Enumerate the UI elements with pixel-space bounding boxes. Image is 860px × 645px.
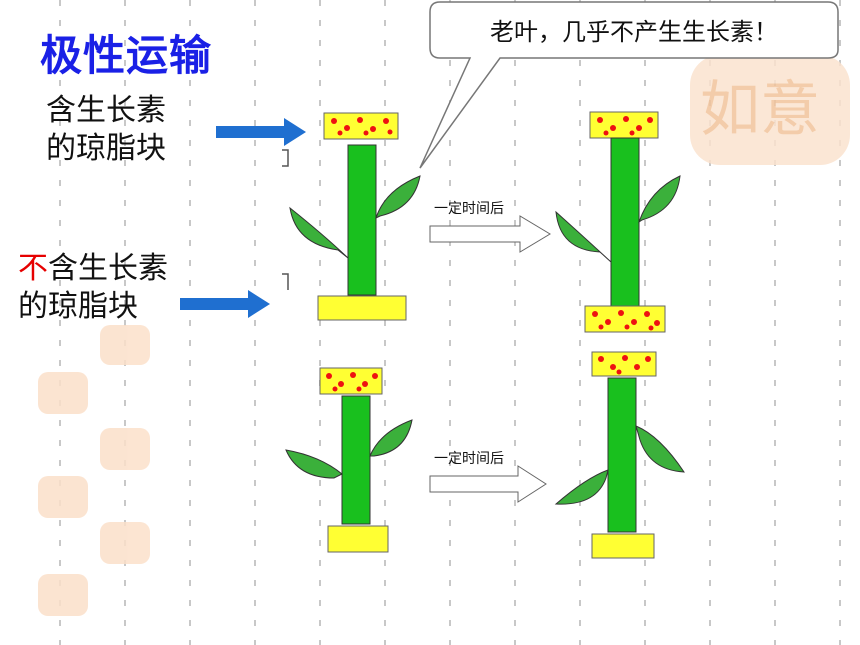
agar-block-with-auxin <box>319 367 383 395</box>
label-with-auxin-line2: 的琼脂块 <box>46 131 166 166</box>
stem <box>607 377 637 533</box>
stem <box>341 395 371 525</box>
watermark-seals: 如意 <box>38 55 850 616</box>
agar-block-top <box>591 351 657 377</box>
agar-block-top <box>589 111 659 139</box>
label-without-auxin: 不含生长素 的琼脂块 <box>18 250 168 326</box>
arrow-caption-1: 一定时间后 <box>434 201 504 217</box>
label-with-auxin-line1: 含生长素 <box>46 93 166 128</box>
arrow-caption-2: 一定时间后 <box>434 451 504 467</box>
stem <box>610 137 640 307</box>
label-with-auxin: 含生长素 的琼脂块 <box>46 92 166 168</box>
stem <box>347 144 377 296</box>
seal-small-3 <box>100 428 150 470</box>
svg-text:如意: 如意 <box>700 75 820 145</box>
plant-top-before <box>289 112 421 321</box>
negation-word: 不 <box>18 251 48 286</box>
seal-small-1 <box>100 325 150 365</box>
agar-block-with-auxin <box>323 112 399 140</box>
seal-large: 如意 <box>690 55 850 165</box>
auxin-dots <box>331 117 393 136</box>
pointer-arrow-1 <box>216 118 306 146</box>
label-without-auxin-line2: 的琼脂块 <box>18 289 138 324</box>
seal-small-2 <box>38 372 88 414</box>
speech-bubble <box>419 1 839 169</box>
time-arrow-1 <box>429 215 551 253</box>
seal-small-6 <box>38 574 88 616</box>
plant-bottom-after <box>554 351 685 559</box>
seal-small-4 <box>38 476 88 518</box>
plant-top-after <box>555 111 681 333</box>
plant-bottom-before <box>285 367 413 553</box>
agar-block-empty <box>591 533 655 559</box>
callout-text: 老叶，几乎不产生生长素！ <box>490 18 778 46</box>
page-title: 极性运输 <box>40 31 213 80</box>
agar-block-empty <box>327 525 389 553</box>
time-arrow-2 <box>429 465 547 503</box>
agar-block-empty <box>317 295 407 321</box>
pointer-arrow-2 <box>180 290 270 318</box>
seal-small-5 <box>100 522 150 564</box>
leaf-right <box>375 175 421 219</box>
leaf-left <box>289 206 349 259</box>
label-without-auxin-line1: 不含生长素 <box>18 250 168 288</box>
label-without-auxin-line1-rest: 含生长素 <box>48 251 168 286</box>
